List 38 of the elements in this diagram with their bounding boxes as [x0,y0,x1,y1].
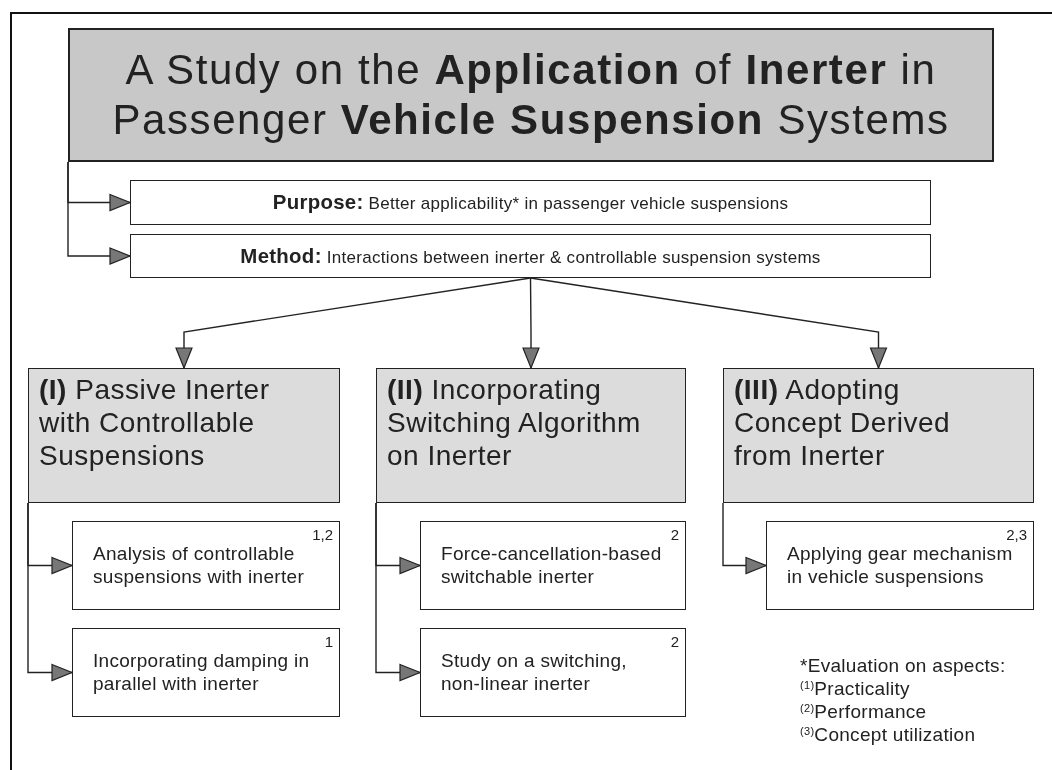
box-text: Analysis of controllable suspensions with inerter [93,542,306,589]
arrow [175,277,532,369]
reference-number: 2 [670,526,679,543]
box-text: Method: Interactions between inerter & controllable suspension systems [240,243,821,269]
section-box [28,368,340,503]
section-box [723,368,1034,503]
arrow [27,502,73,682]
note-text: $^{(1)}$Practicality [800,677,911,700]
topic-box [420,628,686,717]
box-text: Purpose: Better applicability* in passenger vehicle suspensions [272,190,789,215]
box-text: Force-cancellation-based switchable inerter [441,542,663,589]
summary-box [130,234,931,278]
note-text: $^{(3)}$Concept utilization [800,723,977,746]
note-text: *Evaluation on aspects: [800,654,1006,677]
arrow [375,502,421,682]
arrow [722,502,767,575]
reference-number: 2 [670,633,679,650]
topic-box [420,521,686,610]
title-box [68,28,994,162]
reference-number: 2,3 [1006,526,1027,543]
summary-box [130,180,931,225]
topic-box [766,521,1034,610]
topic-box [72,521,340,610]
reference-number: 1,2 [312,526,333,543]
note-text: $^{(2)}$Performance [800,700,928,723]
arrow [67,161,131,265]
arrow [529,277,888,369]
topic-box [72,628,340,717]
section-box [376,368,686,503]
box-text: Incorporating damping in parallel with inerter [93,649,311,696]
arrow [522,277,540,369]
box-text: (I) Passive Inerter with Controllable Suspensions [39,373,271,473]
box-text: (II) Incorporating Switching Algorithm on Inerter [387,373,642,473]
box-text: (III) Adopting Concept Derived from Inerter [734,373,952,473]
title-text: A Study on the Application of Inerter in Passenger Vehicle Suspension Systems [111,44,951,145]
box-text: Applying gear mechanism in vehicle suspensions [787,542,1014,589]
reference-number: 1 [324,633,333,650]
box-text: Study on a switching, non-linear inerter [441,649,628,696]
